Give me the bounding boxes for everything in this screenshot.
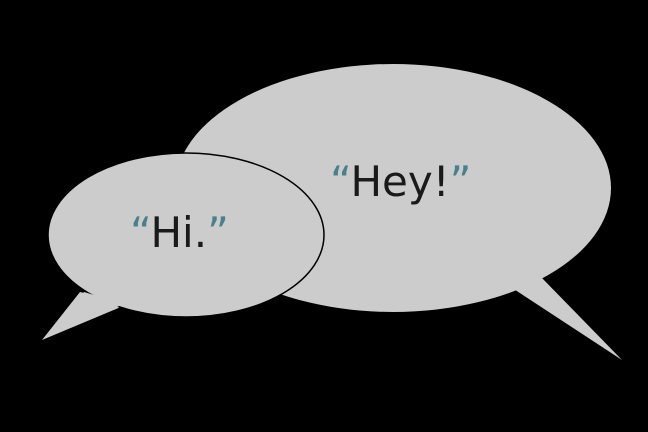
small-bubble-open-quote: “ [130,208,151,257]
small-bubble-tail-join [48,292,124,336]
small-bubble-text: “Hi.” [130,212,229,254]
small-bubble-message: Hi. [150,208,208,257]
large-bubble-tail [500,276,622,360]
large-bubble-message: Hey! [350,157,450,206]
large-bubble-close-quote: ” [449,157,472,206]
large-bubble-open-quote: “ [330,157,351,206]
small-speech-bubble [42,152,325,340]
small-bubble-body [47,152,325,318]
small-bubble-close-quote: ” [207,208,229,257]
large-bubble-text: “Hey!” [330,161,471,203]
